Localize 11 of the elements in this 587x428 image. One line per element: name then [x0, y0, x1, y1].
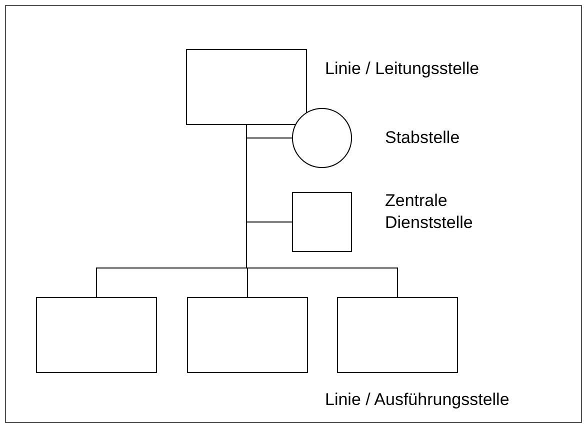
org-box — [337, 297, 458, 373]
staff-circle — [292, 108, 352, 168]
node-caption: Zentrale Dienststelle — [385, 190, 474, 234]
org-box — [187, 297, 308, 373]
node-caption: Stabstelle — [385, 127, 461, 149]
group-caption: Linie / Ausführungsstelle — [325, 389, 510, 411]
connector-line — [246, 124, 398, 298]
org-box — [292, 192, 352, 252]
org-box — [186, 49, 307, 125]
org-box — [36, 297, 157, 373]
node-caption: Linie / Leitungsstelle — [325, 58, 480, 80]
